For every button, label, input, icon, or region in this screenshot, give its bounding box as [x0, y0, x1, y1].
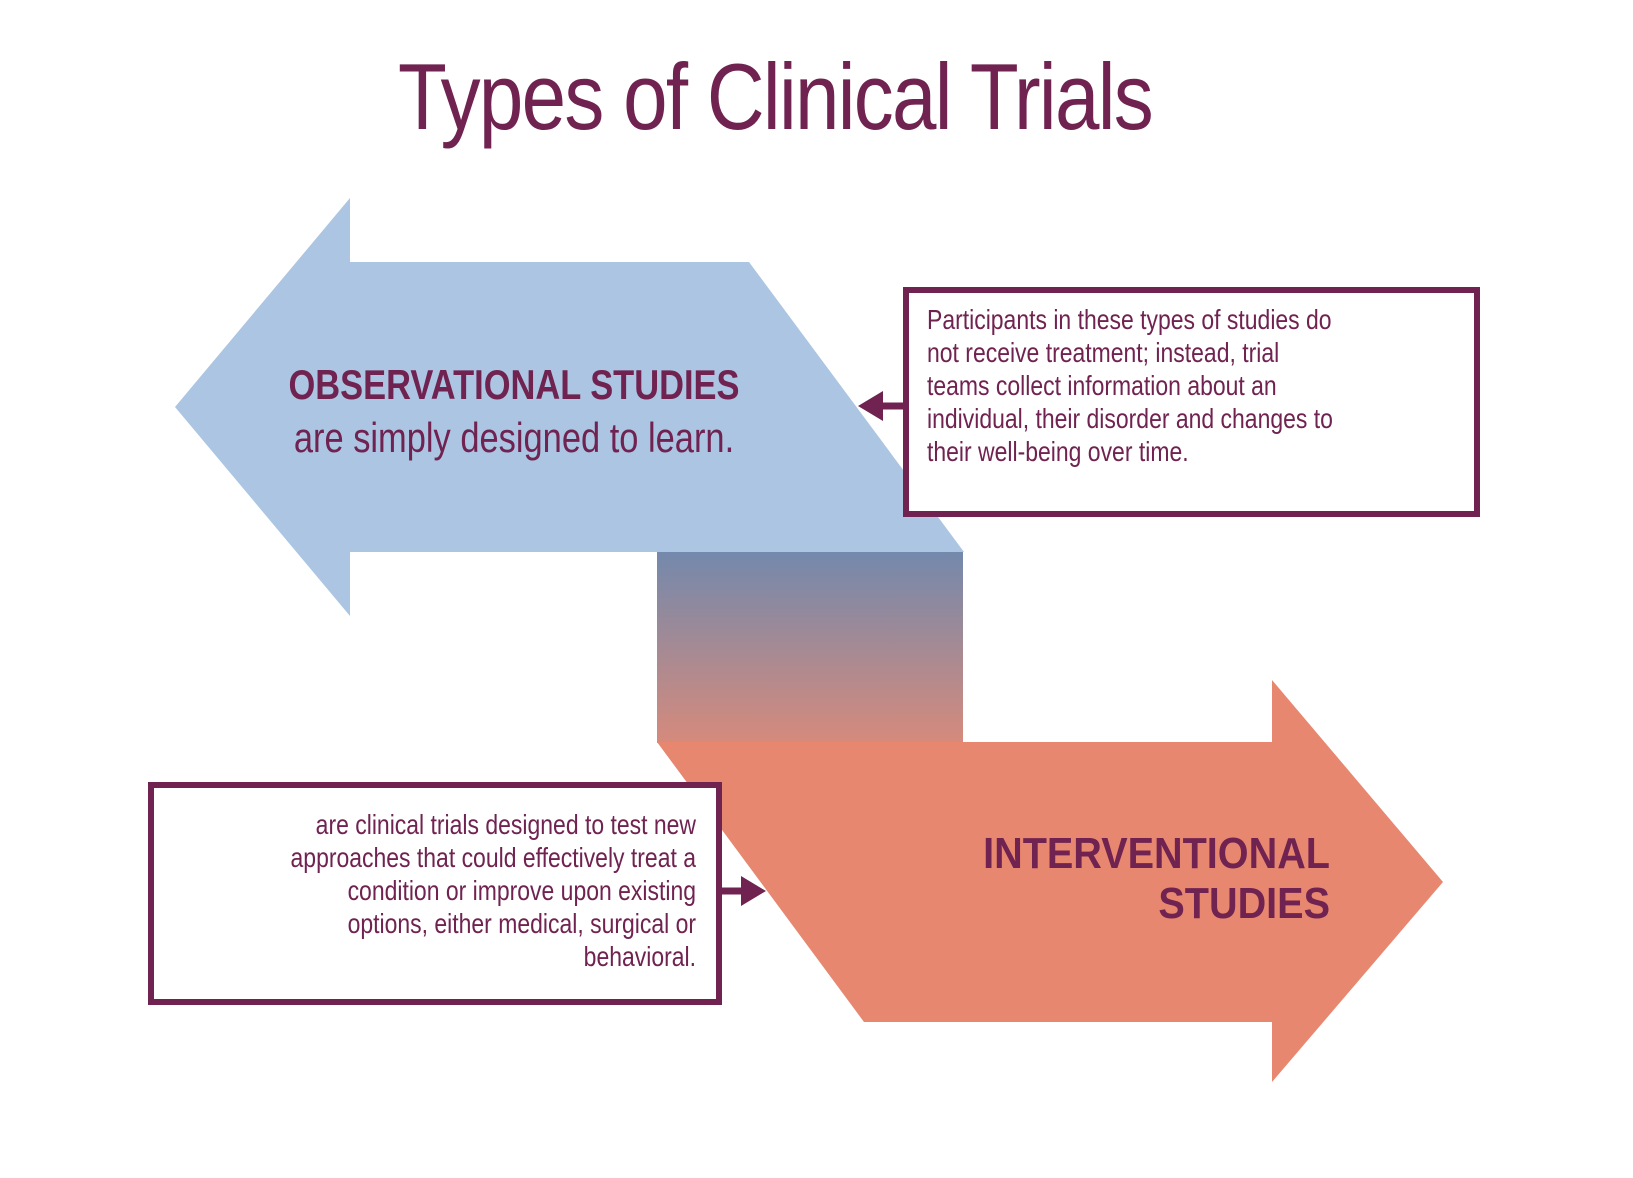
observational-tagline: are simply designed to learn.: [293, 414, 735, 461]
arrows-overlap-blend: [657, 552, 963, 743]
observational-callout-box: Participants in these types of studies d…: [903, 287, 1480, 517]
interventional-callout-text: are clinical trials designed to test new…: [290, 809, 696, 972]
right-connector-head: [741, 876, 766, 906]
observational-arrow-shape: [175, 198, 964, 616]
observational-callout-text: Participants in these types of studies d…: [927, 304, 1333, 467]
observational-heading-block: OBSERVATIONAL STUDIES are simply designe…: [268, 358, 760, 464]
interventional-heading: INTERVENTIONAL STUDIES: [983, 829, 1330, 928]
interventional-callout-box: are clinical trials designed to test new…: [148, 782, 722, 1005]
observational-heading: OBSERVATIONAL STUDIES: [288, 361, 740, 408]
left-connector-head: [858, 391, 883, 421]
left-arrow-connector-icon: [858, 391, 908, 421]
interventional-arrow-shape: [657, 680, 1443, 1082]
page-title: Types of Clinical Trials: [397, 44, 1154, 149]
right-arrow-connector-icon: [720, 876, 766, 906]
